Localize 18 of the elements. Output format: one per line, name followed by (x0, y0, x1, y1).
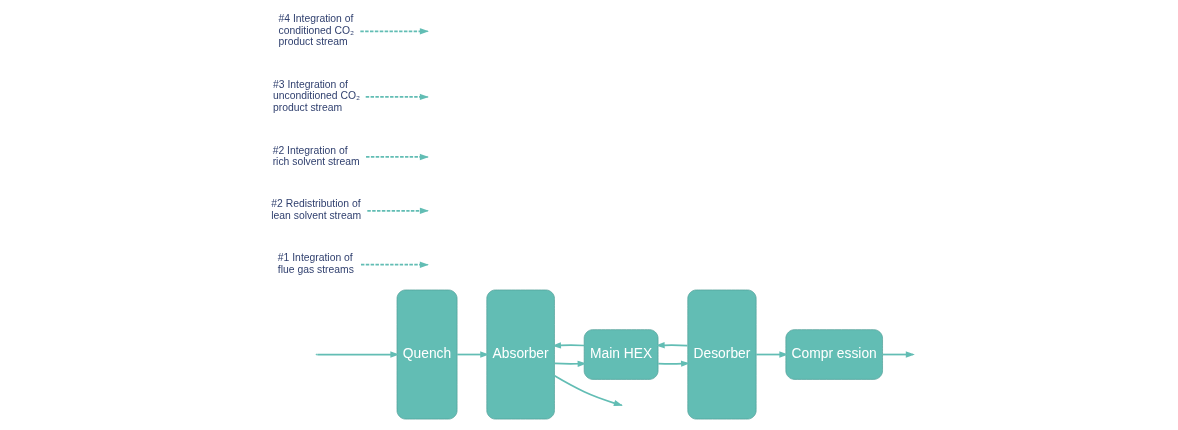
node-box: Desorber (686, 289, 756, 420)
arrow (656, 360, 690, 367)
arrow (881, 351, 915, 358)
node-box: Main HEX (583, 329, 658, 380)
arrow (551, 342, 585, 349)
arrow (455, 351, 489, 358)
node-box: Absorber (485, 289, 555, 420)
node-box: Compr ession (785, 329, 883, 380)
node-text: #4 Integration of conditioned CO₂ product stream (278, 12, 354, 48)
arrow (754, 351, 788, 358)
node-text: #1 Integration of flue gas streams (277, 252, 354, 276)
node-text: #2 Integration of rich solvent stream (272, 144, 360, 168)
arrow (553, 360, 587, 367)
arrow (655, 342, 688, 349)
arrow (315, 351, 399, 358)
node-text: #2 Redistribution of lean solvent stream (270, 198, 361, 222)
node-text: #3 Integration of unconditioned CO₂ product stream (272, 78, 360, 114)
node-box: Quench (396, 289, 457, 420)
